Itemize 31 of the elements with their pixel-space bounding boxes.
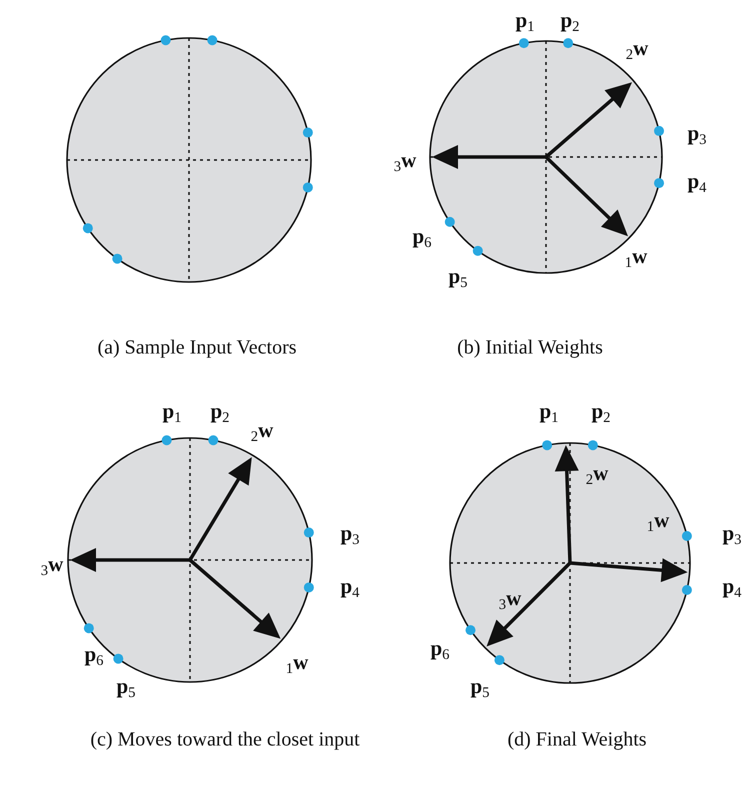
- vector-label: p$_{6}$: [412, 224, 432, 252]
- vector-label: p$_{3}$: [687, 120, 707, 150]
- vector-label: p$_{3}$: [340, 520, 360, 550]
- vector-label: $_{1}$w: [286, 650, 308, 678]
- vector-label: p$_{5}$: [470, 674, 490, 702]
- vector-label: p$_{5}$: [116, 674, 136, 702]
- vector-label: p$_{6}$: [430, 636, 450, 664]
- vector-label: $_{2}$w: [626, 36, 648, 64]
- vector-label: p$_{5}$: [448, 264, 468, 292]
- panel-caption: (b) Initial Weights: [457, 336, 603, 360]
- vector-label: $_{2}$w: [250, 418, 274, 446]
- vector-label: p$_{6}$: [84, 642, 104, 670]
- panel-caption: (a) Sample Input Vectors: [97, 336, 297, 360]
- vector-label: p$_{4}$: [687, 168, 707, 198]
- vector-label: p$_{1}$: [162, 398, 182, 428]
- vector-label: p$_{2}$: [591, 398, 611, 428]
- vector-label: p$_{2}$: [210, 398, 230, 428]
- vector-label: p$_{4}$: [340, 574, 360, 602]
- vector-label: $_{1}$w: [624, 244, 648, 272]
- vector-label: p$_{3}$: [722, 520, 742, 550]
- panel-caption: (d) Final Weights: [507, 728, 647, 752]
- vector-label: $_{1}$w: [646, 508, 670, 536]
- vector-label: $_{3}$w: [498, 586, 522, 614]
- vector-label: $_{2}$w: [586, 460, 608, 490]
- vector-label: $_{3}$w: [394, 148, 416, 176]
- vector-label: p$_{4}$: [722, 574, 742, 602]
- panel-caption: (c) Moves toward the closet input: [90, 728, 360, 752]
- vector-label: $_{3}$w: [40, 552, 64, 580]
- vector-label: p$_{1}$: [515, 8, 535, 36]
- vector-label: p$_{1}$: [539, 398, 559, 428]
- vector-label: p$_{2}$: [560, 8, 580, 36]
